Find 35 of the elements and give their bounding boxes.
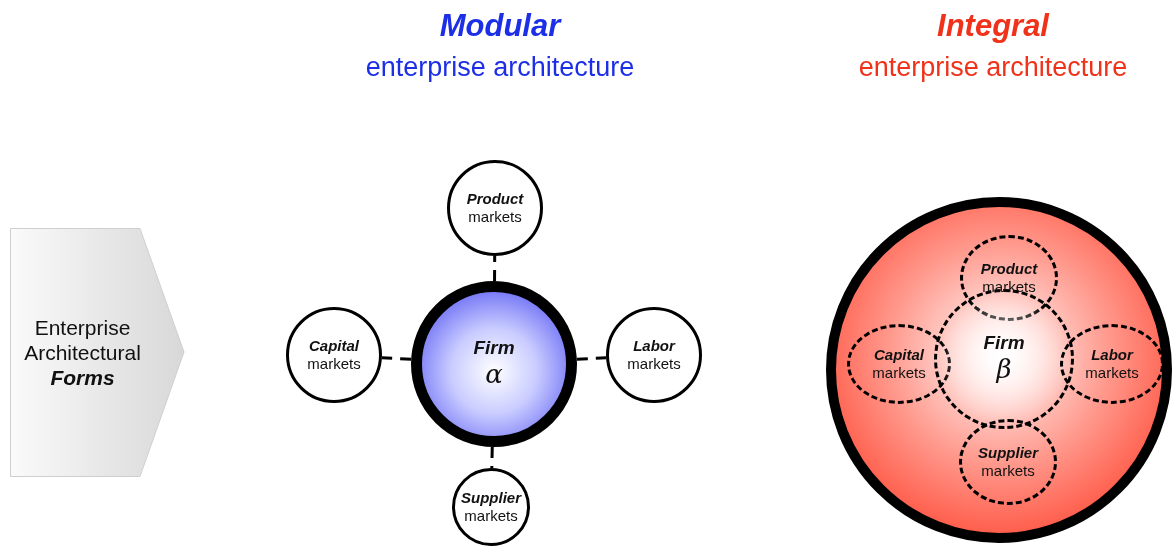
dashed-circle: [1060, 324, 1164, 404]
market-label: markets: [464, 506, 518, 525]
firm-label: Firm: [473, 337, 515, 360]
market-label: Capital: [309, 337, 359, 355]
firm-label: Firm: [983, 332, 1025, 355]
market-label: markets: [982, 277, 1036, 296]
market-label: markets: [981, 461, 1035, 480]
market-label: Labor: [633, 337, 675, 355]
greek-symbol: β: [996, 354, 1012, 386]
connector-line: [490, 446, 494, 469]
market-label: markets: [307, 354, 361, 373]
dashed-circle: [847, 324, 951, 404]
market-label: markets: [627, 354, 681, 373]
market-label: Capital: [874, 346, 924, 364]
market-label: Supplier: [978, 444, 1038, 462]
market-label: markets: [468, 207, 522, 226]
heading-text: enterprise architecture: [364, 52, 636, 83]
heading-text: enterprise architecture: [857, 52, 1129, 83]
market-label: Product: [980, 260, 1038, 278]
chevron-label: Forms: [50, 365, 115, 390]
market-label: markets: [872, 363, 926, 382]
market-label: Labor: [1091, 346, 1133, 364]
heading-text: Modular: [438, 8, 563, 44]
connector-line: [381, 356, 412, 361]
chevron-label: Enterprise Architectural: [23, 315, 142, 366]
greek-symbol: α: [485, 359, 503, 391]
chevron-shape: [10, 228, 185, 477]
connector-line: [493, 256, 497, 281]
market-label: markets: [1085, 363, 1139, 382]
heading-text: Integral: [936, 8, 1051, 44]
market-label: Supplier: [461, 489, 521, 507]
dashed-circle: [960, 235, 1058, 321]
market-label: Product: [466, 190, 524, 208]
dashed-circle: [959, 419, 1057, 505]
connector-line: [576, 356, 607, 361]
